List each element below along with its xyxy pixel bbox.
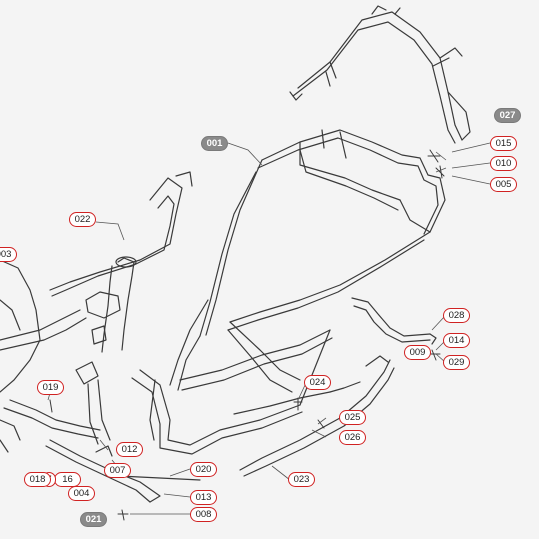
right-side-bracket <box>351 297 437 345</box>
right-footboard-bracket <box>233 355 395 477</box>
steering-head <box>75 256 137 445</box>
callout-022[interactable]: 022 <box>69 212 96 227</box>
callout-021[interactable]: 021 <box>80 512 107 527</box>
callout-023[interactable]: 023 <box>288 472 315 487</box>
lower-frame-cradle <box>131 299 333 455</box>
callout-028[interactable]: 028 <box>443 308 470 323</box>
callout-025[interactable]: 025 <box>339 410 366 425</box>
callout-026[interactable]: 026 <box>339 430 366 445</box>
left-edge-parts <box>0 259 101 453</box>
callout-016[interactable]: 16 <box>54 472 81 487</box>
callout-003[interactable]: 003 <box>0 247 17 262</box>
callout-010[interactable]: 010 <box>490 156 517 171</box>
callout-008[interactable]: 008 <box>190 507 217 522</box>
callout-012[interactable]: 012 <box>116 442 143 457</box>
callout-007[interactable]: 007 <box>104 463 131 478</box>
callout-009[interactable]: 009 <box>404 345 431 360</box>
callout-004[interactable]: 004 <box>68 486 95 501</box>
leader-lines <box>47 142 491 515</box>
callout-019[interactable]: 019 <box>37 380 64 395</box>
callout-018[interactable]: 018 <box>24 472 51 487</box>
callout-020[interactable]: 020 <box>190 462 217 477</box>
callout-015[interactable]: 015 <box>490 136 517 151</box>
callout-029[interactable]: 029 <box>443 355 470 370</box>
callout-013[interactable]: 013 <box>190 490 217 505</box>
callout-005[interactable]: 005 <box>490 177 517 192</box>
callout-001[interactable]: 001 <box>201 136 228 151</box>
front-left-bracket <box>49 171 193 297</box>
main-frame-tubes <box>199 129 446 337</box>
rear-grab-rail <box>289 5 471 144</box>
callout-024[interactable]: 024 <box>304 375 331 390</box>
callout-014[interactable]: 014 <box>443 333 470 348</box>
callout-027[interactable]: 027 <box>494 108 521 123</box>
